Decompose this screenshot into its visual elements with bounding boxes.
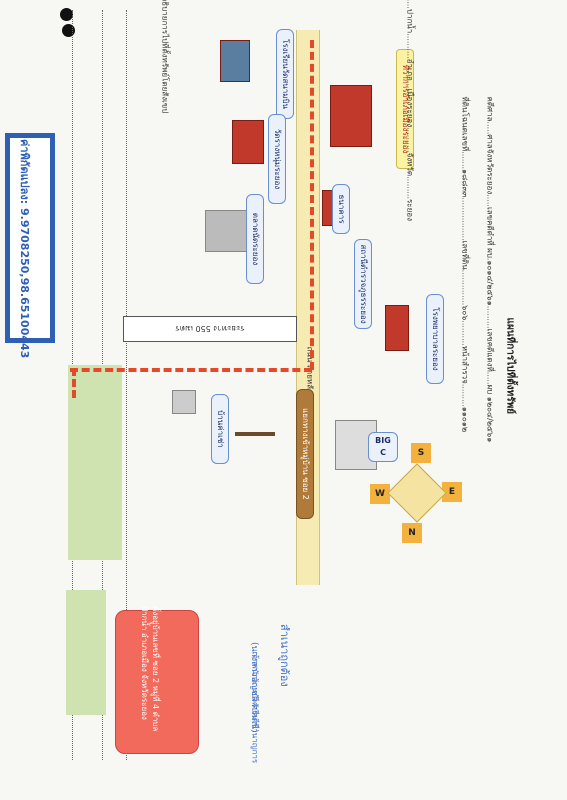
header-line-3: ตำบล.....ปากน้ำ..........อำเภอ...เมืองระ…: [405, 0, 415, 221]
compass-arrows-icon: [387, 463, 447, 523]
building-district-office: [330, 85, 372, 147]
building-school-top: [220, 40, 250, 82]
label-police: สถานีตำรวจภูธรระยอง: [354, 239, 372, 329]
label-hospital: โรงพยาบาลระยอง: [426, 294, 444, 384]
label-rental-house: บ้านค่าเช่า: [211, 394, 229, 464]
distance-label: ระยะทาง 550 เมตร: [175, 324, 245, 333]
punch-hole-top: [60, 8, 73, 21]
label-soi-entrance: แยกทางเข้าหมู่บ้าน ซอย 2: [296, 389, 314, 519]
label-temple: วัดรางหนุ่มระยอง: [268, 114, 286, 204]
label-school-top: โรงเรียนวัดสนามบิน: [276, 29, 294, 119]
compass-west: W: [370, 484, 390, 504]
route-line-down: [72, 368, 76, 398]
signature-certified: สำเนาถูกต้อง: [278, 624, 291, 687]
header-line-1: คดีศาล.....ศาลจังหวัดระยอง.....เลขคดีดำท…: [485, 96, 495, 443]
coordinate-text: ค่าพิกัดแปลง: 9.9708250,98.65100443: [18, 139, 31, 359]
house-icon: [172, 390, 196, 414]
address-box: [115, 610, 199, 754]
compass-north: N: [402, 523, 422, 543]
writing-line-3: [126, 10, 127, 760]
building-temple: [232, 120, 264, 164]
coordinate-box: [5, 133, 55, 343]
address-text: ตั้งอยู่บ้านเลขที่ ซอย 2 หมู่ที่ 4 ตำบลป…: [140, 606, 160, 732]
punch-hole-mid: [62, 24, 75, 37]
header-line-2: ที่ดินโฉนดเลขที่.......๑๘๘๓๓............…: [460, 96, 470, 433]
label-bank: ธนาคาร: [332, 184, 350, 234]
label-market: ตลาดนัดระยอง: [246, 194, 264, 284]
compass-south: S: [411, 443, 431, 463]
route-line-vertical: [310, 40, 314, 370]
compass-east: E: [442, 482, 462, 502]
route-line-horizontal: [70, 368, 312, 372]
building-hospital: [385, 305, 409, 351]
label-bigc: BIG C: [368, 432, 398, 462]
land-plot-bottom: [66, 590, 106, 715]
description-note: อธิบายการไปที่ตั้งทรัพย์โดยสังเขป: [160, 0, 170, 114]
signature-title: เจ้าพนักงานบังคับคดีชำนาญการ: [250, 651, 260, 764]
map-title: แผนที่การไปที่ตั้งทรัพย์: [504, 317, 516, 415]
distance-box: [123, 316, 297, 342]
land-plot-top: [68, 365, 122, 560]
building-market: [205, 210, 247, 252]
signpost: [235, 432, 275, 436]
